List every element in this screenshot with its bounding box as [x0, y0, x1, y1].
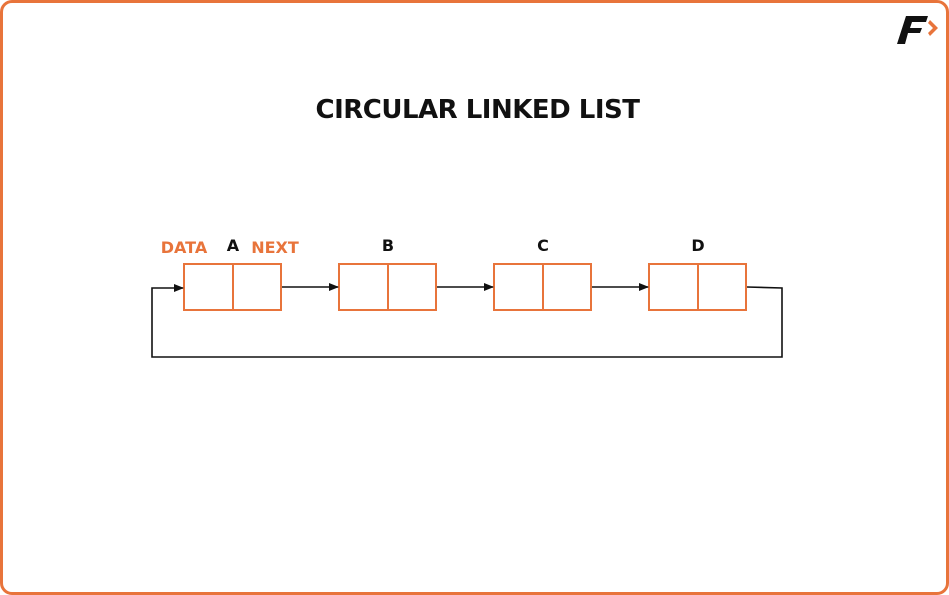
data-field-label: DATA	[161, 238, 208, 257]
diagram-title: CIRCULAR LINKED LIST	[315, 95, 640, 125]
node-label: C	[537, 236, 549, 255]
link-d-a-loop	[151, 284, 783, 358]
node-label: D	[691, 236, 704, 255]
logo	[897, 16, 938, 44]
node-c: C	[493, 236, 592, 311]
node-d: D	[648, 236, 747, 311]
node-label: B	[382, 236, 394, 255]
links	[151, 283, 783, 358]
node-label: A	[227, 236, 240, 255]
next-field-label: NEXT	[251, 238, 299, 257]
node-a: A	[183, 236, 282, 311]
node-b: B	[338, 236, 437, 311]
